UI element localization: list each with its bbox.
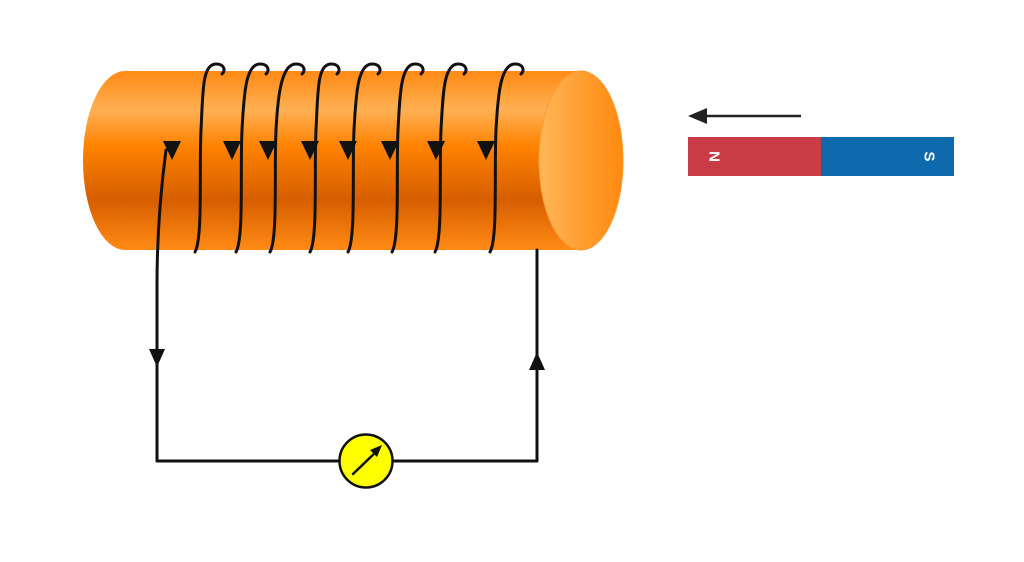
current-direction-arrow-icon xyxy=(381,141,399,160)
cylinder-core xyxy=(83,70,624,251)
coil-turn xyxy=(433,62,468,254)
coil-windings xyxy=(163,62,525,254)
up-arrow-icon xyxy=(529,352,545,370)
coil-turn xyxy=(193,62,226,254)
magnet-south-pole xyxy=(821,137,954,176)
south-pole-label: S xyxy=(921,151,938,161)
current-direction-arrow-icon xyxy=(223,141,241,160)
bar-magnet: N S xyxy=(688,137,954,176)
left-lead-wire xyxy=(155,148,342,463)
galvanometer-needle-tip xyxy=(370,445,382,457)
coil-turn xyxy=(234,62,270,254)
coil-turn xyxy=(346,62,382,254)
galvanometer xyxy=(338,433,394,489)
current-direction-arrow-icon xyxy=(477,141,495,160)
coil-turn xyxy=(308,62,341,254)
coil-turn xyxy=(488,62,525,254)
coil-turn xyxy=(268,62,306,254)
magnet-north-pole xyxy=(688,137,821,176)
current-direction-arrow-icon xyxy=(163,141,181,160)
cylinder-end-cap xyxy=(538,70,624,251)
north-pole-label: N xyxy=(706,151,723,162)
current-direction-arrow-icon xyxy=(259,141,277,160)
galvanometer-needle-icon xyxy=(351,448,380,476)
current-direction-arrow-icon xyxy=(301,141,319,160)
cylinder-body xyxy=(83,71,581,250)
right-lead-wire xyxy=(390,248,539,463)
circuit xyxy=(155,148,539,463)
current-direction-arrow-icon xyxy=(339,141,357,160)
left-arrow-icon xyxy=(688,108,801,124)
down-arrow-icon xyxy=(149,349,165,367)
current-direction-arrow-icon xyxy=(427,141,445,160)
coil-turn xyxy=(390,62,425,254)
